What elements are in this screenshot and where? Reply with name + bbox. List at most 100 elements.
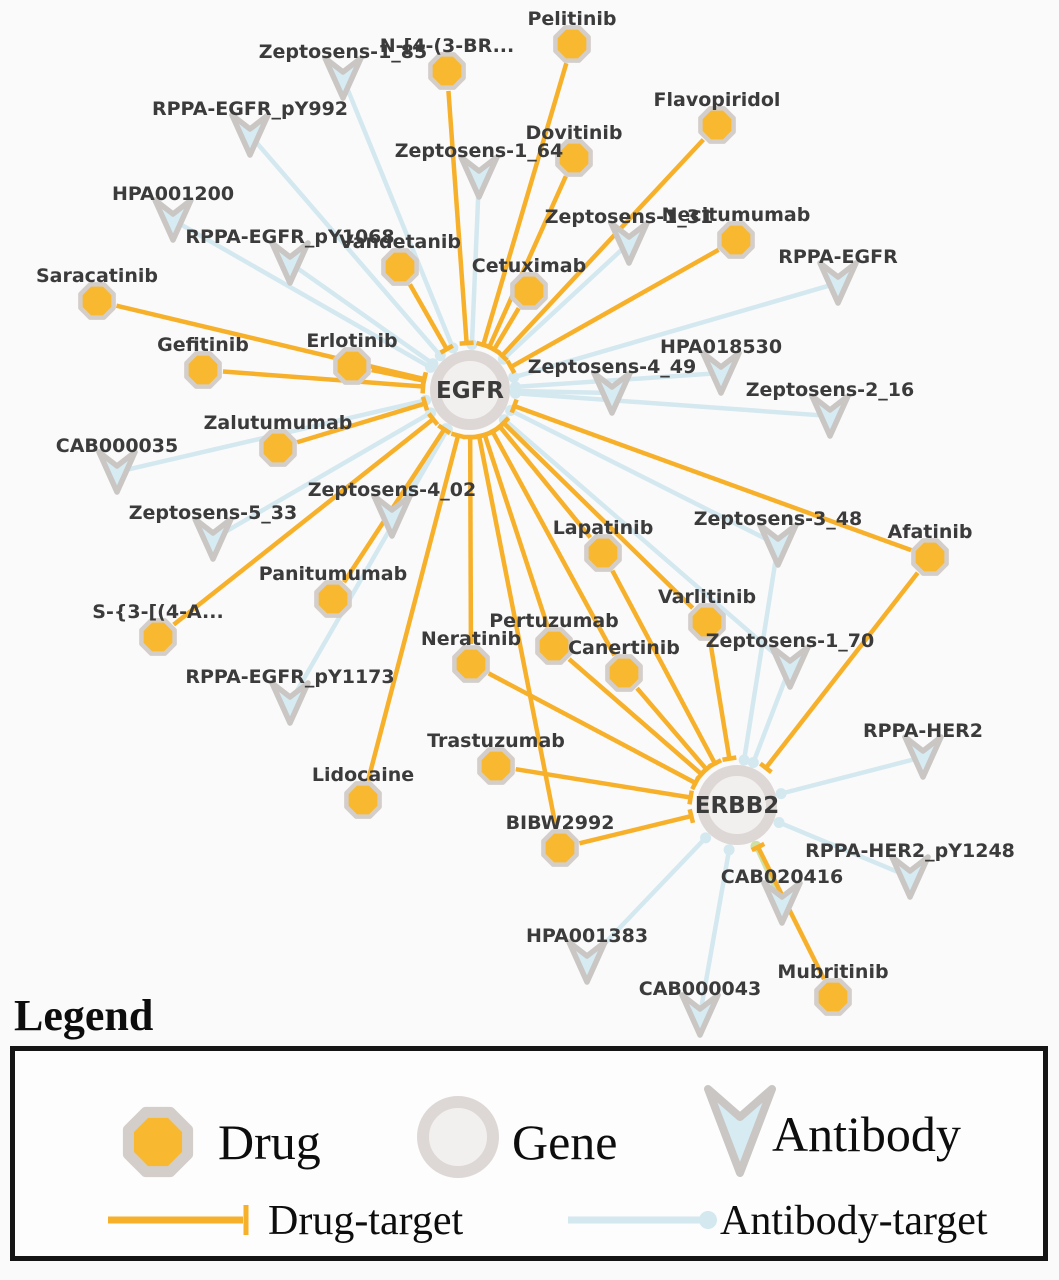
edge-antibody-erbb2-rppa-her2-dot bbox=[775, 788, 787, 800]
node-label-cetuximab: Cetuximab bbox=[472, 255, 586, 277]
edge-drug-egfr-bibw2992-tee bbox=[471, 432, 487, 440]
edge-drug-egfr-erlotinib-tee bbox=[420, 373, 428, 388]
node-drug-erlotinib bbox=[333, 347, 371, 385]
edge-drug-egfr-lapatinib bbox=[497, 424, 593, 539]
node-label-necitumumab: Necitumumab bbox=[662, 204, 811, 226]
edge-antibody-egfr-zeptosens-4-49 bbox=[515, 388, 607, 396]
node-label-lapatinib: Lapatinib bbox=[553, 517, 654, 539]
node-drug-canertinib bbox=[605, 654, 643, 692]
gene-node-shape bbox=[417, 1096, 499, 1178]
edge-drug-erbb2-canertinib-tee bbox=[699, 763, 714, 776]
edge-antibody-erbb2-zeptosens-1-70 bbox=[751, 671, 790, 764]
node-antibody-cab000043 bbox=[679, 992, 721, 1038]
edge-antibody-erbb2-hpa001383 bbox=[589, 836, 708, 960]
node-antibody-rppa-egfr-py1173 bbox=[269, 680, 311, 726]
edge-drug-erbb2-varlitinib-tee bbox=[722, 755, 737, 762]
edge-drug-egfr-flavopiridol bbox=[500, 138, 706, 358]
edge-drug-egfr-varlitinib bbox=[502, 421, 695, 610]
node-antibody-cab020416 bbox=[761, 880, 803, 926]
node-label-erlotinib: Erlotinib bbox=[306, 330, 397, 352]
node-label-zeptosens-1-31: Zeptosens-1_31 bbox=[545, 206, 713, 228]
node-antibody-hpa018530 bbox=[700, 350, 742, 396]
node-drug-dovitinib bbox=[555, 139, 593, 177]
node-label-egfr: EGFR bbox=[436, 378, 504, 404]
edge-antibody-erbb2-cab000043-dot bbox=[723, 844, 735, 856]
edge-drug-erbb2-lapatinib bbox=[610, 569, 717, 765]
node-label-cab000035: CAB000035 bbox=[56, 435, 178, 457]
node-label-rppa-egfr-py1068: RPPA-EGFR_pY1068 bbox=[185, 226, 394, 248]
node-label-zeptosens-1-85: Zeptosens-1_85 bbox=[259, 41, 427, 63]
node-label-zeptosens-1-70: Zeptosens-1_70 bbox=[706, 630, 874, 652]
node-drug-neratinib bbox=[452, 645, 490, 683]
drug-node-icon bbox=[122, 1106, 194, 1178]
edge-drug-erbb2-bibw2992 bbox=[578, 813, 692, 846]
edge-antibody-egfr-zeptosens-5-33 bbox=[217, 410, 432, 538]
node-label-bibw2992: BIBW2992 bbox=[506, 812, 615, 834]
antibody-target-edge-icon bbox=[568, 1211, 717, 1229]
node-drug-flavopiridol bbox=[698, 106, 736, 144]
edge-antibody-egfr-zeptosens-2-16 bbox=[515, 391, 825, 418]
node-drug-saracatinib bbox=[78, 282, 116, 320]
node-label-gefitinib: Gefitinib bbox=[157, 334, 249, 356]
node-label-lidocaine: Lidocaine bbox=[312, 764, 414, 786]
edge-antibody-egfr-rppa-egfr-py992 bbox=[252, 138, 442, 358]
drug-target-edges bbox=[115, 62, 920, 981]
edge-antibody-erbb2-zeptosens-3-48 bbox=[741, 550, 780, 761]
legend-label-antibody-target: Antibody-target bbox=[720, 1198, 988, 1244]
node-drug-gefitinib bbox=[184, 351, 222, 389]
node-label-varlitinib: Varlitinib bbox=[658, 586, 756, 608]
legend-title: Legend bbox=[14, 991, 154, 1040]
gene-node-icon bbox=[417, 1096, 499, 1178]
node-label-neratinib: Neratinib bbox=[421, 628, 521, 650]
edge-drug-egfr-n-4-3-br-tee bbox=[459, 340, 474, 346]
node-label-vandetanib: Vandetanib bbox=[339, 231, 461, 253]
node-labels: EGFRERBB2PelitinibN-[4-(3-BR...Dovitinib… bbox=[36, 8, 1015, 1000]
node-label-zeptosens-2-16: Zeptosens-2_16 bbox=[746, 379, 914, 401]
edge-drug-egfr-zalutumumab bbox=[296, 401, 426, 445]
node-antibody-zeptosens-1-31 bbox=[608, 220, 650, 266]
node-label-rppa-egfr-py992: RPPA-EGFR_pY992 bbox=[152, 98, 348, 120]
node-label-pelitinib: Pelitinib bbox=[527, 8, 616, 30]
node-label-dovitinib: Dovitinib bbox=[526, 122, 623, 144]
edge-drug-egfr-panitumumab-tee bbox=[437, 423, 452, 436]
node-antibody-zeptosens-1-70 bbox=[769, 644, 811, 690]
edge-drug-egfr-afatinib-tee bbox=[509, 398, 519, 414]
node-label-rppa-egfr: RPPA-EGFR bbox=[778, 246, 898, 268]
node-antibody-rppa-her2-py1248 bbox=[889, 854, 931, 900]
edge-drug-erbb2-neratinib bbox=[487, 671, 697, 785]
node-drug-cetuximab bbox=[510, 272, 548, 310]
edge-antibody-erbb2-cab000043 bbox=[698, 849, 732, 1010]
node-label-mubritinib: Mubritinib bbox=[777, 961, 888, 983]
edge-antibody-erbb2-rppa-her2 bbox=[780, 756, 918, 796]
node-label-pertuzumab: Pertuzumab bbox=[489, 610, 619, 632]
edge-antibody-egfr-zeptosens-3-48 bbox=[509, 408, 774, 545]
node-drug-varlitinib bbox=[688, 603, 726, 641]
edge-antibody-egfr-hpa018530 bbox=[515, 371, 716, 390]
edge-antibody-egfr-rppa-egfr bbox=[513, 282, 833, 380]
node-drug-vandetanib bbox=[381, 248, 419, 286]
edge-drug-egfr-afatinib bbox=[513, 403, 912, 553]
node-antibody-cab000035 bbox=[96, 449, 138, 495]
node-drug-pelitinib bbox=[553, 25, 591, 63]
node-label-cab000043: CAB000043 bbox=[639, 978, 761, 1000]
node-drug-lidocaine bbox=[344, 781, 382, 819]
node-antibody-rppa-egfr bbox=[817, 260, 859, 306]
edge-drug-egfr-s-3-4-a bbox=[172, 417, 435, 627]
edge-drug-erbb2-pertuzumab bbox=[567, 657, 703, 776]
legend-box: Drug Gene Antibody Drug-target Antibody-… bbox=[10, 1046, 1048, 1261]
edge-drug-egfr-dovitinib bbox=[487, 175, 568, 349]
node-label-hpa001383: HPA001383 bbox=[526, 925, 648, 947]
node-antibody-zeptosens-1-85 bbox=[322, 55, 364, 101]
edge-drug-erbb2-canertinib bbox=[635, 686, 709, 771]
edge-drug-erbb2-afatinib-tee bbox=[758, 761, 773, 774]
node-antibody-zeptosens-2-16 bbox=[809, 393, 851, 439]
edge-antibody-egfr-rppa-egfr-py1068 bbox=[293, 264, 435, 366]
node-label-hpa018530: HPA018530 bbox=[660, 336, 782, 358]
node-label-zeptosens-5-33: Zeptosens-5_33 bbox=[129, 502, 297, 524]
edge-antibody-egfr-rppa-egfr-py1068-dot bbox=[427, 358, 439, 370]
drug-target-edge-icon bbox=[108, 1205, 249, 1235]
node-gene-egfr bbox=[430, 350, 510, 430]
node-label-canertinib: Canertinib bbox=[568, 637, 680, 659]
node-label-trastuzumab: Trastuzumab bbox=[427, 730, 565, 752]
edge-drug-egfr-lidocaine-tee bbox=[450, 431, 466, 440]
